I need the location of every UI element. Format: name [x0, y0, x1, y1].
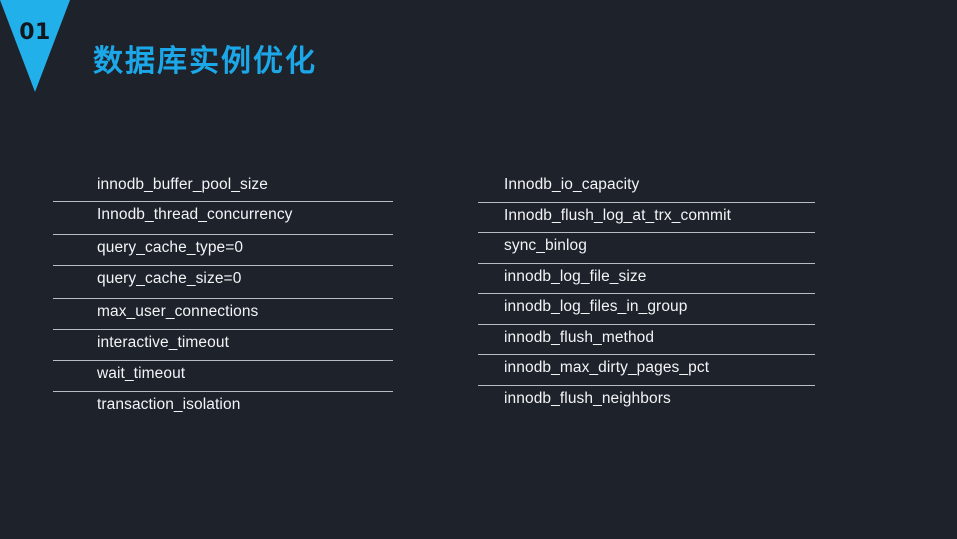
parameter-label: query_cache_size=0: [97, 270, 242, 287]
parameter-label: innodb_flush_method: [504, 328, 655, 346]
list-item[interactable]: query_cache_size=0: [53, 266, 393, 299]
list-item[interactable]: innodb_flush_neighbors: [478, 386, 815, 417]
parameter-label: innodb_log_file_size: [504, 267, 647, 285]
parameter-label: query_cache_type=0: [97, 239, 244, 256]
slide-header: 01 数据库实例优化: [0, 0, 957, 110]
list-item[interactable]: innodb_log_file_size: [478, 264, 815, 294]
list-item[interactable]: query_cache_type=0: [53, 235, 393, 266]
list-item[interactable]: innodb_buffer_pool_size: [53, 172, 393, 202]
parameter-label: innodb_flush_neighbors: [504, 389, 671, 407]
triangle-icon: [0, 0, 70, 92]
parameter-list-right: Innodb_io_capacity Innodb_flush_log_at_t…: [478, 172, 815, 416]
list-item[interactable]: innodb_flush_method: [478, 325, 815, 355]
parameter-label: innodb_max_dirty_pages_pct: [504, 359, 710, 376]
parameter-label: transaction_isolation: [97, 396, 241, 413]
parameter-label: max_user_connections: [97, 303, 259, 320]
list-item[interactable]: wait_timeout: [53, 361, 393, 392]
list-item[interactable]: Innodb_flush_log_at_trx_commit: [478, 203, 815, 233]
parameter-list-left: innodb_buffer_pool_size Innodb_thread_co…: [53, 172, 393, 422]
page-title: 数据库实例优化: [93, 44, 317, 79]
parameter-label: sync_binlog: [504, 237, 587, 254]
parameter-label: Innodb_flush_log_at_trx_commit: [504, 206, 732, 224]
list-item[interactable]: max_user_connections: [53, 299, 393, 330]
list-item[interactable]: innodb_log_files_in_group: [478, 294, 815, 325]
list-item[interactable]: Innodb_io_capacity: [478, 172, 815, 203]
parameter-label: Innodb_io_capacity: [504, 176, 640, 193]
parameter-label: innodb_log_files_in_group: [504, 298, 688, 315]
list-item[interactable]: transaction_isolation: [53, 392, 393, 422]
parameter-label: wait_timeout: [97, 365, 186, 382]
parameter-label: Innodb_thread_concurrency: [97, 206, 293, 223]
list-item[interactable]: innodb_max_dirty_pages_pct: [478, 355, 815, 386]
list-item[interactable]: interactive_timeout: [53, 330, 393, 361]
list-item[interactable]: Innodb_thread_concurrency: [53, 202, 393, 235]
section-number-text: 01: [19, 20, 51, 45]
section-number-badge: 01: [0, 0, 70, 92]
parameter-label: interactive_timeout: [97, 334, 229, 351]
parameter-label: innodb_buffer_pool_size: [97, 176, 268, 193]
list-item[interactable]: sync_binlog: [478, 233, 815, 264]
